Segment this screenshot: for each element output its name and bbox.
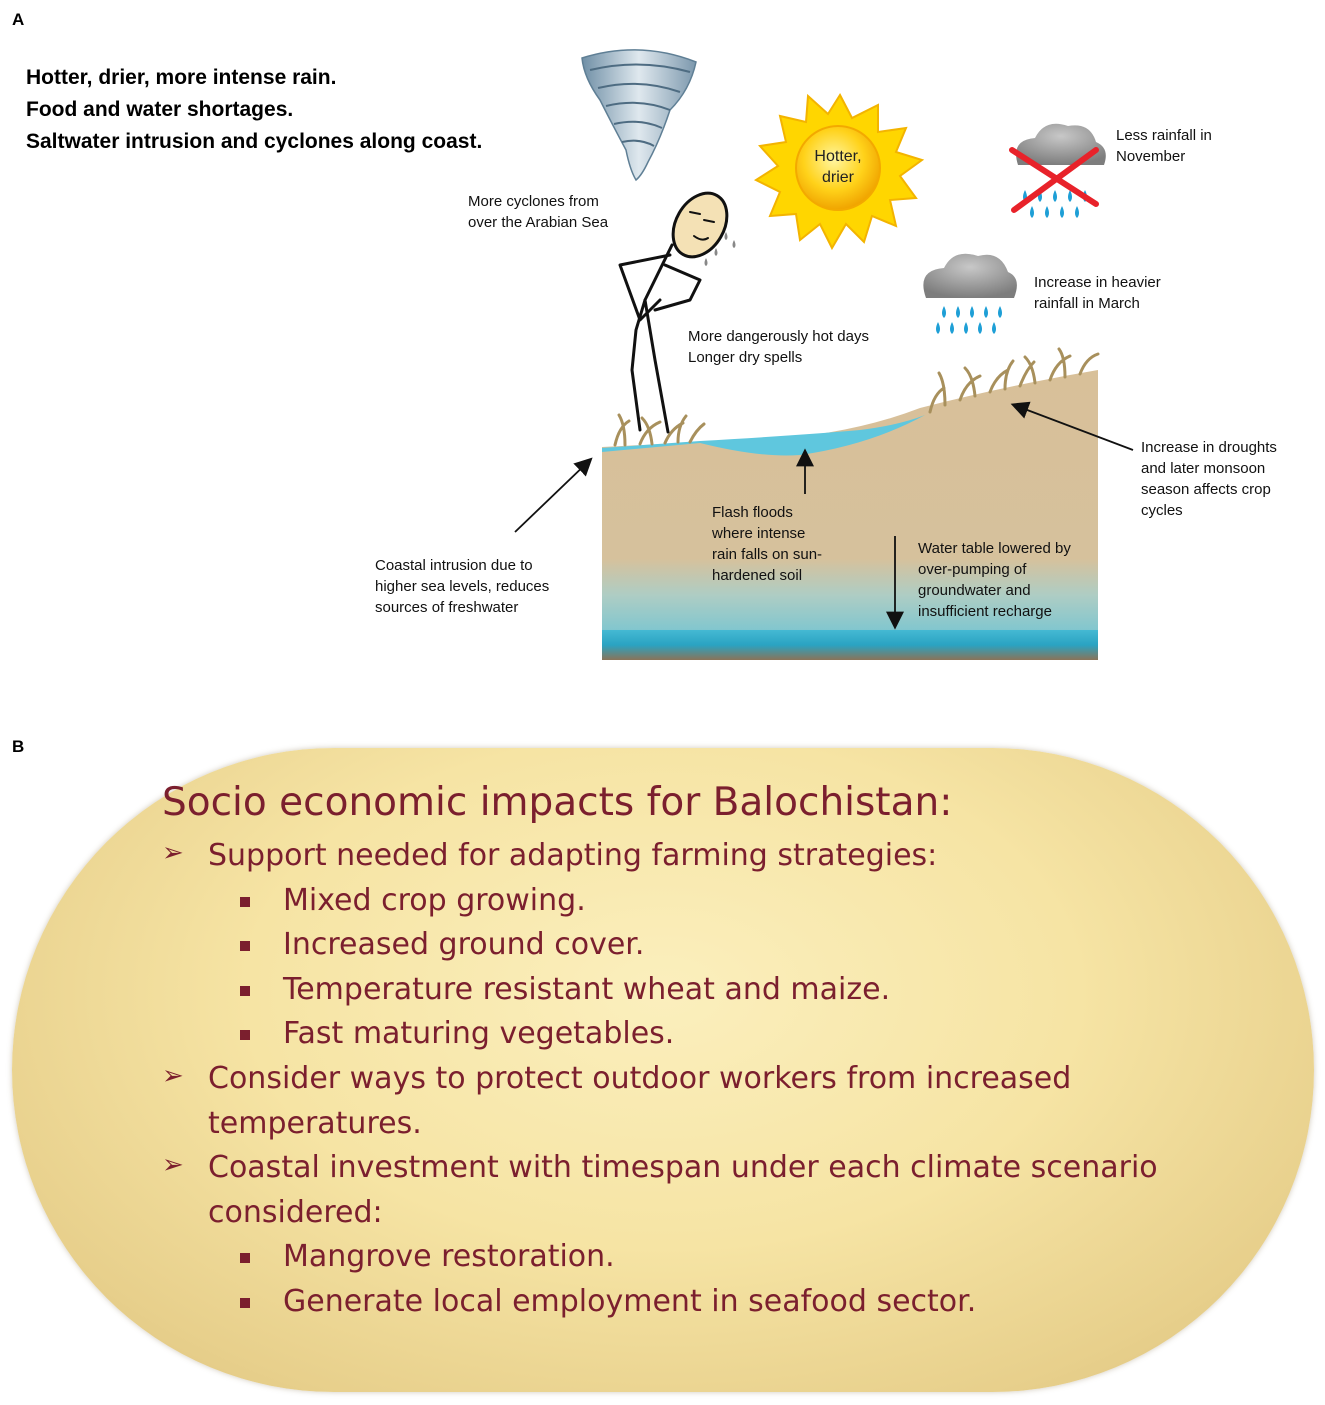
square-bullet-icon — [240, 985, 250, 996]
grass-icon — [613, 347, 1100, 447]
impact-item: Coastal investment with timespan under e… — [208, 1150, 1158, 1186]
impact-subitem: Mangrove restoration. — [283, 1239, 615, 1275]
cloud-heavy-rain-icon — [923, 253, 1017, 334]
label-line: Flash floods — [712, 504, 793, 521]
coastal-intrusion-label: Coastal intrusion due to higher sea leve… — [375, 555, 549, 618]
cloud-no-rain-icon — [1009, 123, 1106, 218]
label-line: Less rainfall in — [1116, 127, 1212, 144]
tornado-icon — [581, 49, 697, 182]
impact-subitem: Generate local employment in seafood sec… — [283, 1284, 977, 1319]
hot-days-label: More dangerously hot days Longer dry spe… — [688, 326, 869, 368]
sun-label-line: drier — [821, 169, 854, 186]
label-line: Increase in droughts — [1141, 439, 1277, 456]
arrow-bullet-icon: ➢ — [162, 1060, 184, 1090]
impact-item: temperatures. — [208, 1105, 422, 1141]
panel-b-letter: B — [12, 737, 25, 756]
annotation-arrows — [514, 401, 1134, 630]
impact-subitem: Temperature resistant wheat and maize. — [283, 971, 891, 1007]
panel-a-letter: A — [12, 10, 25, 29]
impact-item: considered: — [208, 1194, 383, 1230]
stick-figure-icon — [618, 191, 736, 434]
sun-icon — [753, 92, 925, 251]
impacts-panel — [12, 748, 1314, 1392]
heavier-rainfall-label: Increase in heavier rainfall in March — [1034, 272, 1161, 314]
label-line: sources of freshwater — [375, 599, 519, 616]
sweat-drops-icon — [704, 232, 736, 266]
label-line: where intense — [712, 525, 806, 542]
ground-cross-section — [602, 370, 1098, 660]
drought-arrow — [1010, 401, 1134, 451]
impact-subitem: Mixed crop growing. — [283, 882, 586, 918]
impact-item: Support needed for adapting farming stra… — [208, 838, 938, 873]
flash-floods-label: Flash floods where intense rain falls on… — [712, 502, 822, 586]
label-line: rainfall in March — [1034, 295, 1140, 312]
label-line: More cyclones from — [468, 193, 599, 210]
sun-label: Hotter, drier — [806, 146, 870, 188]
impact-subitem: Fast maturing vegetables. — [283, 1016, 675, 1052]
square-bullet-icon — [240, 896, 250, 907]
droughts-label: Increase in droughts and later monsoon s… — [1141, 437, 1277, 521]
raindrops-heavy — [936, 306, 1002, 334]
label-line: higher sea levels, reduces — [375, 578, 550, 595]
less-rainfall-label: Less rainfall in November — [1116, 125, 1212, 167]
label-line: cycles — [1141, 502, 1183, 519]
label-line: rain falls on sun- — [712, 546, 823, 563]
square-bullet-icon — [240, 1253, 250, 1264]
label-line: Water table lowered by — [918, 540, 1071, 557]
label-line: Increase in heavier — [1034, 274, 1161, 291]
headline-line-2: Food and water shortages. — [26, 98, 294, 121]
label-line: over the Arabian Sea — [468, 214, 609, 231]
headline-line-1: Hotter, drier, more intense rain. — [26, 66, 337, 89]
headline: Hotter, drier, more intense rain. Food a… — [26, 62, 482, 158]
water-table-label: Water table lowered by over-pumping of g… — [918, 538, 1071, 622]
label-line: Longer dry spells — [688, 349, 803, 366]
cyclones-label: More cyclones from over the Arabian Sea — [468, 191, 608, 233]
arrow-bullet-icon: ➢ — [162, 837, 184, 867]
label-line: season affects crop — [1141, 481, 1271, 498]
cross-icon — [1009, 147, 1099, 213]
square-bullet-icon — [240, 941, 250, 952]
impact-item: Consider ways to protect outdoor workers… — [208, 1061, 1072, 1096]
label-line: groundwater and — [918, 582, 1031, 599]
label-line: insufficient recharge — [918, 603, 1052, 620]
climate-diagram — [514, 49, 1134, 660]
label-line: over-pumping of — [918, 561, 1027, 578]
coastal-arrow — [514, 457, 593, 533]
label-line: Coastal intrusion due to — [375, 557, 533, 574]
surface-water — [602, 415, 925, 456]
headline-line-3: Saltwater intrusion and cyclones along c… — [26, 130, 483, 153]
square-bullet-icon — [240, 1030, 250, 1041]
label-line: More dangerously hot days — [688, 328, 869, 345]
label-line: hardened soil — [712, 567, 803, 584]
label-line: and later monsoon — [1141, 460, 1266, 477]
sun-label-line: Hotter, — [814, 148, 862, 165]
square-bullet-icon — [240, 1298, 250, 1308]
arrow-bullet-icon: ➢ — [162, 1149, 184, 1180]
label-line: November — [1116, 148, 1186, 165]
impact-subitem: Increased ground cover. — [283, 927, 645, 963]
aquifer-layer — [602, 630, 1098, 660]
impacts-title: Socio economic impacts for Balochistan: — [162, 780, 953, 825]
